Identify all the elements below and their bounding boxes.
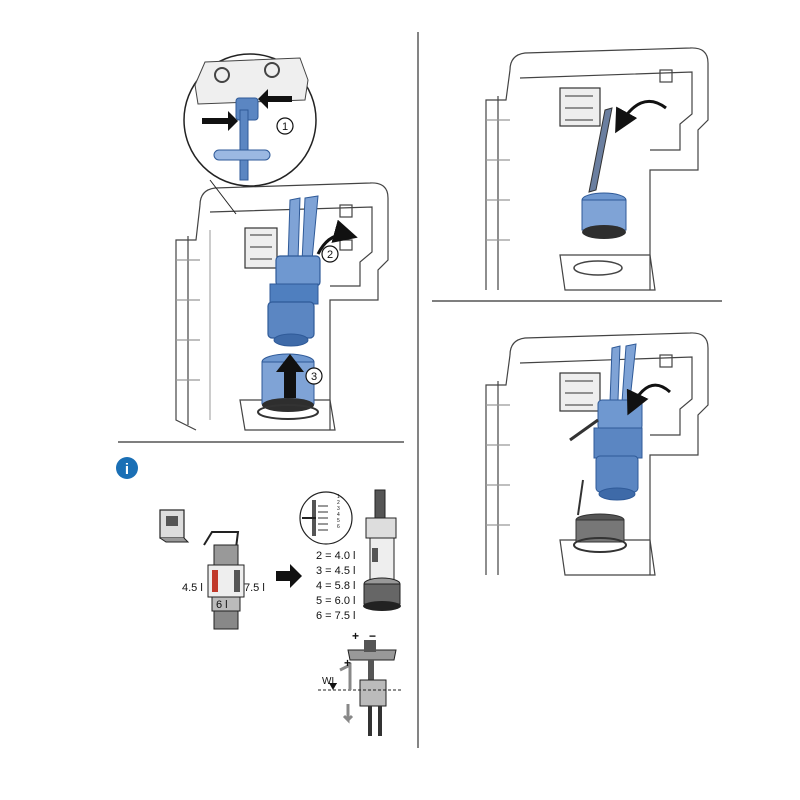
setting-6: 6 = 7.5 l bbox=[316, 610, 355, 622]
volume-settings-list: 2 = 4.0 l 3 = 4.5 l 4 = 5.8 l 5 = 6.0 l … bbox=[316, 550, 355, 622]
scale-mark-5: 5 bbox=[337, 518, 340, 524]
scale-mark-1: 1 bbox=[337, 494, 340, 500]
bracket bbox=[244, 227, 278, 269]
panel-remove-valve: 2 3 1 bbox=[175, 53, 389, 431]
water-level-diagram bbox=[318, 640, 402, 736]
step-2-label: 2 bbox=[327, 249, 333, 261]
minus-top: − bbox=[369, 629, 376, 643]
rotate-arrow bbox=[316, 219, 358, 255]
flush-valve-2 bbox=[581, 107, 627, 239]
flush-valve bbox=[267, 195, 321, 347]
setting-3: 3 = 4.5 l bbox=[316, 565, 355, 577]
svg-text:i: i bbox=[125, 461, 129, 478]
scale-mark-6: 6 bbox=[337, 524, 340, 530]
setting-4: 4 = 5.8 l bbox=[316, 580, 355, 592]
scale-mark-4: 4 bbox=[337, 512, 340, 518]
valve-with-float bbox=[203, 531, 245, 630]
info-icon bbox=[116, 457, 138, 479]
step-3-label: 3 bbox=[311, 371, 317, 383]
detail-callout bbox=[183, 53, 317, 187]
adjusted-valve bbox=[363, 489, 401, 611]
flush-valve-3 bbox=[569, 343, 643, 516]
step-1-label: 1 bbox=[282, 121, 288, 133]
panel-rotate-out bbox=[485, 47, 709, 291]
right-volume-label: 7.5 l bbox=[244, 582, 265, 594]
panel-reinstall bbox=[485, 332, 709, 576]
scale-marks: 1 2 3 4 5 6 bbox=[337, 494, 340, 530]
water-level-label: WL bbox=[322, 676, 337, 687]
cistern-frame-3 bbox=[485, 332, 709, 576]
cistern-frame-2 bbox=[485, 47, 709, 291]
step-3-circle bbox=[305, 367, 323, 385]
scale-callout bbox=[299, 491, 353, 545]
scale-mark-3: 3 bbox=[337, 506, 340, 512]
scale-mark-2: 2 bbox=[337, 500, 340, 506]
plus-side: + bbox=[344, 656, 351, 670]
step-2-circle bbox=[321, 245, 339, 263]
plus-top: + bbox=[352, 629, 359, 643]
rotate-arrow-2 bbox=[615, 99, 667, 134]
panel-volume-info: i 4.5 l 7.5 l 6 l 1 bbox=[116, 457, 402, 736]
rotate-arrow-3 bbox=[626, 383, 672, 416]
result-arrow bbox=[276, 564, 302, 588]
cistern-frame bbox=[175, 182, 389, 431]
small-bracket bbox=[159, 509, 190, 543]
setting-2: 2 = 4.0 l bbox=[316, 550, 355, 562]
lift-arrow bbox=[276, 354, 304, 398]
bottom-volume-label: 6 l bbox=[216, 599, 228, 611]
left-volume-label: 4.5 l bbox=[182, 582, 203, 594]
setting-5: 5 = 6.0 l bbox=[316, 595, 355, 607]
